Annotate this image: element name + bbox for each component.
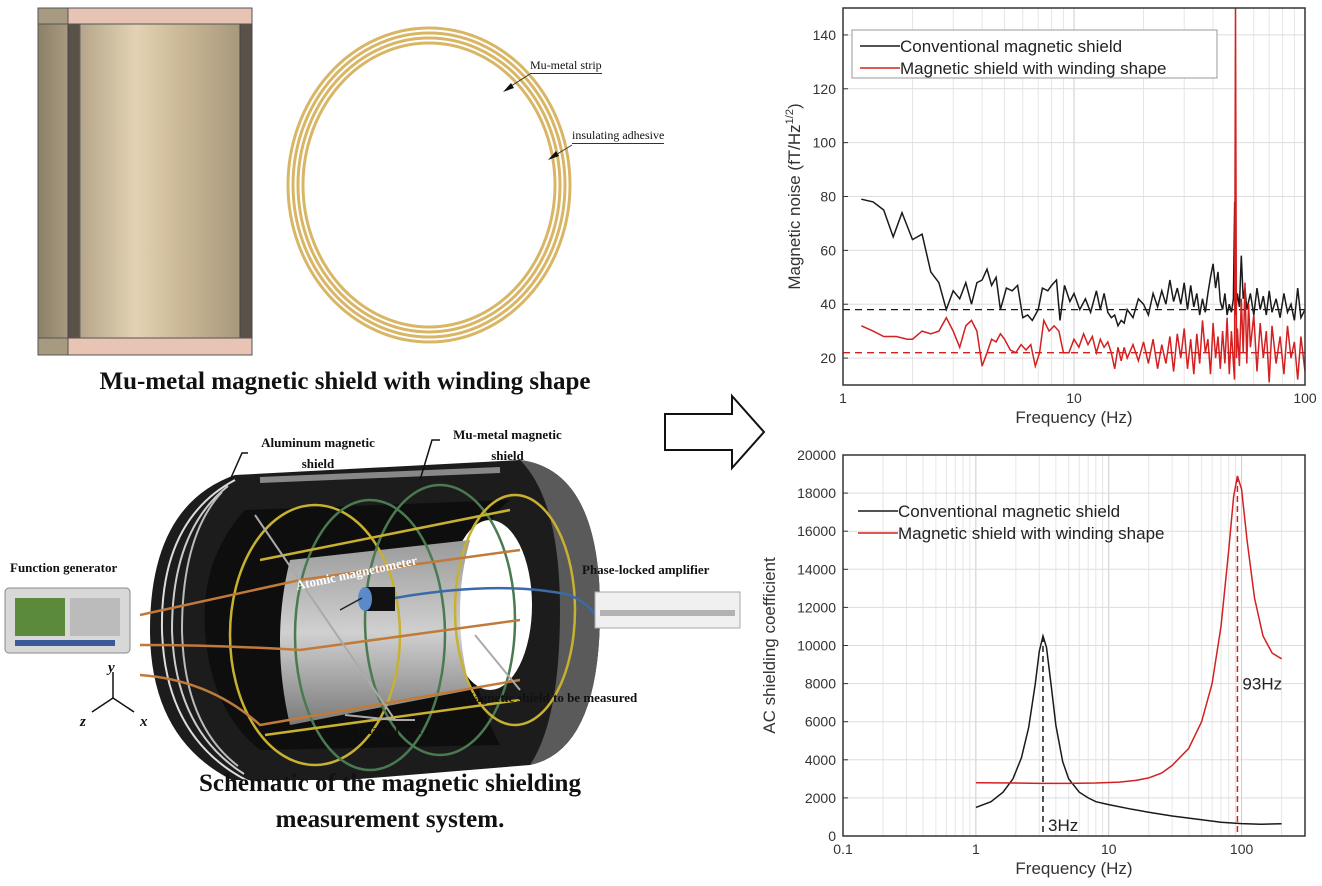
x-tick-label: 0.1 bbox=[833, 841, 853, 857]
y-axis-label: Magnetic noise (fT/Hz1/2) bbox=[784, 103, 804, 289]
x-axis-label: Frequency (Hz) bbox=[1015, 408, 1132, 427]
series-line-winding bbox=[860, 8, 1305, 383]
y-axis-label: AC shielding coefficient bbox=[760, 557, 779, 734]
inner-shield-to-measure bbox=[280, 540, 470, 725]
y-tick-label: 20 bbox=[820, 350, 836, 366]
x-tick-label: 1 bbox=[839, 390, 847, 406]
y-tick-label: 0 bbox=[828, 828, 836, 844]
signal-cable bbox=[394, 586, 597, 616]
legend-label: Magnetic shield with winding shape bbox=[898, 524, 1165, 543]
mumetal-label-line2: shield bbox=[491, 448, 524, 463]
measurement-system-schematic bbox=[4, 439, 741, 780]
phase-locked-amplifier-device bbox=[594, 591, 741, 629]
right-arrow-icon bbox=[664, 393, 766, 471]
triaxial-coil-label: Triaxial coil bbox=[355, 722, 422, 737]
atomic-magnetometer-sensor bbox=[358, 586, 597, 616]
shield-cylinder bbox=[37, 7, 253, 356]
y-tick-label: 2000 bbox=[805, 790, 836, 806]
leader-lines bbox=[229, 439, 440, 481]
legend-label: Magnetic shield with winding shape bbox=[900, 59, 1167, 78]
schematic-caption: Schematic of the magnetic shielding measu… bbox=[100, 766, 680, 838]
function-generator-label: Function generator bbox=[10, 560, 118, 575]
function-generator-device bbox=[4, 587, 131, 654]
shield-to-be-measured-label: Magnetic shield to be measured bbox=[462, 690, 638, 705]
schematic-caption-line2: measurement system. bbox=[275, 806, 505, 833]
series-line-winding bbox=[975, 475, 1282, 785]
legend-box bbox=[851, 29, 1218, 79]
x-axis-label: Frequency (Hz) bbox=[1015, 859, 1132, 878]
y-tick-label: 20000 bbox=[797, 447, 836, 463]
y-tick-label: 100 bbox=[813, 135, 837, 151]
mu-metal-strip-label: Mu-metal strip bbox=[530, 58, 602, 74]
y-axis-label-end: ) bbox=[785, 103, 804, 109]
x-tick-label: 10 bbox=[1101, 841, 1117, 857]
peak-annotation: 93Hz bbox=[1242, 674, 1282, 693]
y-tick-label: 120 bbox=[813, 81, 837, 97]
axis-x-label: x bbox=[140, 714, 148, 730]
series-line-conventional bbox=[861, 198, 1305, 328]
winding-ring bbox=[286, 26, 572, 344]
legend-label: Conventional magnetic shield bbox=[900, 37, 1122, 56]
x-tick-label: 10 bbox=[1066, 390, 1082, 406]
adhesive-pointer-arrow bbox=[548, 144, 573, 160]
pointer-lines bbox=[254, 514, 521, 721]
y-tick-label: 60 bbox=[820, 242, 836, 258]
series-line-conventional bbox=[975, 633, 1282, 825]
y-tick-label: 40 bbox=[820, 296, 836, 312]
aluminum-label-line2: shield bbox=[301, 456, 335, 471]
insulating-adhesive-label: insulating adhesive bbox=[572, 128, 665, 144]
winding-shield-caption: Mu-metal magnetic shield with winding sh… bbox=[99, 368, 591, 395]
y-tick-label: 8000 bbox=[805, 676, 836, 692]
schematic-caption-line1: Schematic of the magnetic shielding bbox=[199, 770, 581, 797]
coordinate-axes-icon bbox=[91, 672, 135, 713]
y-tick-label: 4000 bbox=[805, 752, 836, 768]
mumetal-label-line1: Mu-metal magnetic bbox=[453, 427, 562, 442]
axis-z-label: z bbox=[80, 714, 86, 730]
legend-label: Conventional magnetic shield bbox=[898, 502, 1120, 521]
strip-pointer-arrow bbox=[503, 73, 531, 92]
x-tick-label: 1 bbox=[972, 841, 980, 857]
aluminum-shield-label: Aluminum magnetic shield bbox=[248, 432, 388, 474]
y-tick-label: 10000 bbox=[797, 638, 836, 654]
peak-annotation: 3Hz bbox=[1048, 816, 1078, 835]
aluminum-label-line1: Aluminum magnetic bbox=[261, 435, 375, 450]
y-tick-label: 80 bbox=[820, 189, 836, 205]
x-tick-label: 100 bbox=[1293, 390, 1317, 406]
y-tick-label: 16000 bbox=[797, 523, 836, 539]
y-tick-label: 140 bbox=[813, 27, 837, 43]
y-tick-label: 12000 bbox=[797, 599, 836, 615]
y-tick-label: 14000 bbox=[797, 561, 836, 577]
y-tick-label: 6000 bbox=[805, 714, 836, 730]
mu-metal-shield-label: Mu-metal magnetic shield bbox=[440, 424, 575, 466]
phase-locked-amplifier-label: Phase-locked amplifier bbox=[582, 562, 710, 577]
y-tick-label: 18000 bbox=[797, 485, 836, 501]
y-axis-label-superscript: 1/2 bbox=[784, 109, 796, 124]
shielding-coefficient-chart: 0 2000 4000 6000 8000 10000 12000 14000 16000 180… bbox=[760, 447, 1306, 878]
winding-shield-illustration bbox=[37, 7, 573, 356]
outer-shield-cylinder bbox=[150, 460, 600, 780]
axis-y-label: y bbox=[108, 660, 115, 676]
x-tick-label: 100 bbox=[1230, 841, 1254, 857]
